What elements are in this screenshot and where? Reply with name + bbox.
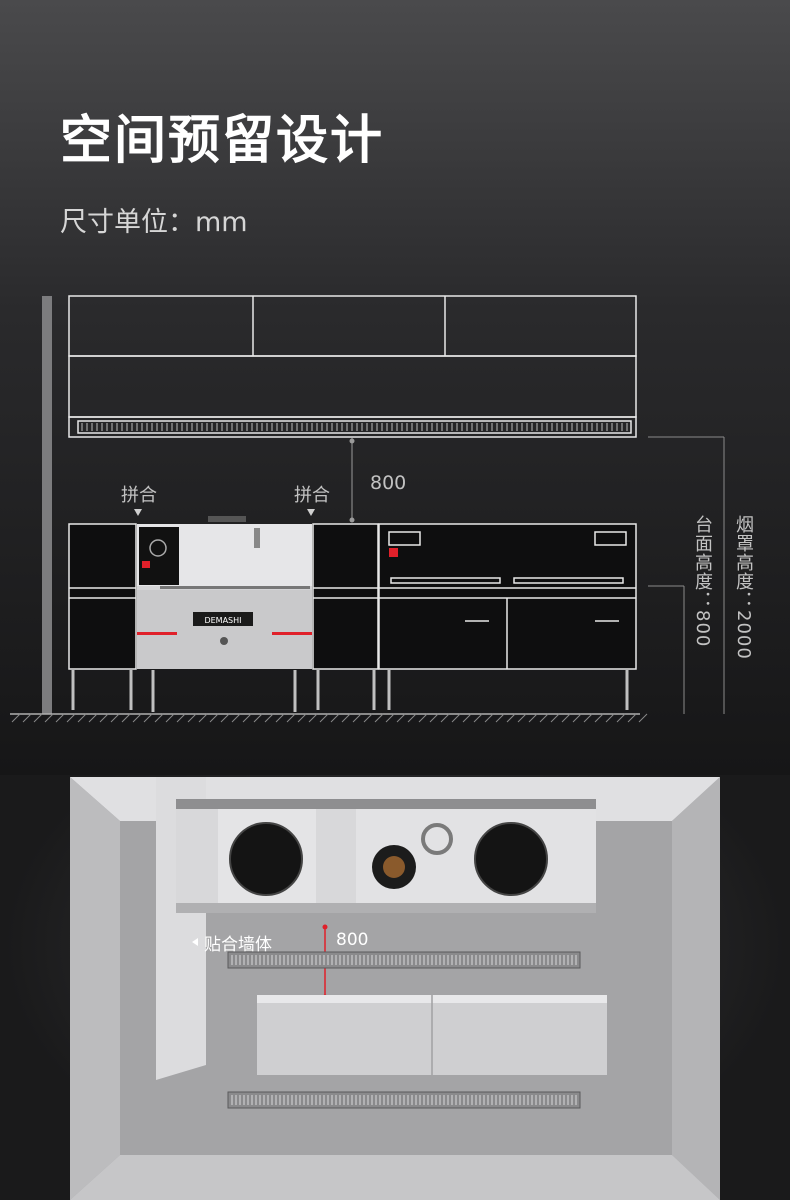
page-title: 空间预留设计 [60, 111, 385, 171]
wall-label: 贴合墙体 [204, 935, 272, 955]
kitchen-elevation-drawing: DEMASHI [10, 295, 725, 723]
hood-height-label: 烟罩高度：2000 [733, 515, 754, 660]
wall-bar [42, 296, 52, 714]
right-range-indicator [389, 548, 398, 557]
kitchen-floor-plan [70, 777, 720, 1200]
water-tap [421, 823, 453, 855]
join-label-right: 拼合 [294, 485, 330, 506]
aisle-width-label: 800 [336, 930, 369, 950]
floor-plan-section: 贴合墙体 800 [0, 775, 790, 1200]
wok-left [229, 822, 303, 896]
floor-drain-lower [227, 1091, 581, 1109]
elevation-section: 空间预留设计 尺寸单位：mm [0, 0, 790, 775]
stove-legs [71, 670, 629, 712]
right-range [378, 523, 637, 670]
join-label-left: 拼合 [121, 485, 157, 506]
hood-filter-slots [81, 423, 628, 431]
floor-drain-upper [227, 951, 581, 969]
plan-stove-row [176, 799, 596, 913]
floor-hatch [11, 713, 648, 723]
hood-gap-label: 800 [370, 472, 407, 494]
range-hood [68, 295, 637, 438]
unit-subtitle: 尺寸单位：mm [60, 207, 248, 238]
island-counter [257, 995, 607, 1075]
wok-right [474, 822, 548, 896]
join-marker-left [134, 509, 142, 516]
steel-stove: DEMASHI [137, 516, 312, 669]
join-marker-right [307, 509, 315, 516]
height-dimension-lines [648, 436, 725, 714]
counter-height-label: 台面高度：800 [692, 515, 713, 648]
middle-cabinet [312, 523, 379, 670]
brand-plate: DEMASHI [204, 616, 241, 625]
left-side-cabinet [68, 523, 137, 670]
